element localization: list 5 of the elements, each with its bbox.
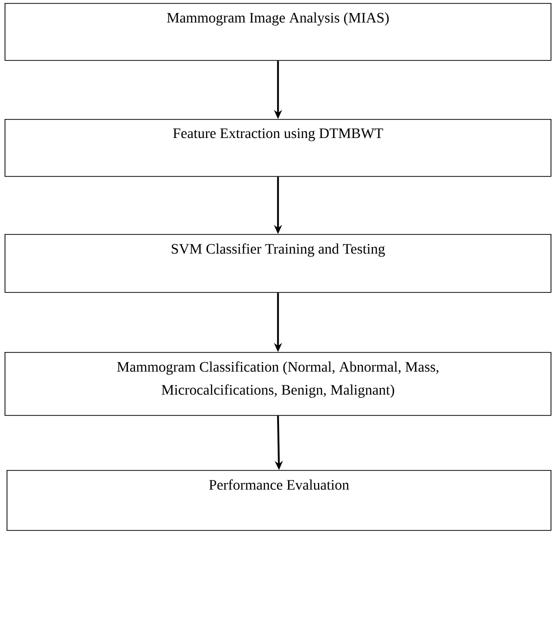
process-box: Feature Extraction using DTMBWT <box>4 119 552 177</box>
process-box: Mammogram Classification (Normal, Abnormal, Mass, Microcalcifications, Benign, Malignant) <box>4 352 552 416</box>
process-box: Performance Evaluation <box>6 470 552 531</box>
process-box: SVM Classifier Training and Testing <box>4 234 552 293</box>
process-box: Mammogram Image Analysis (MIAS) <box>4 3 552 61</box>
